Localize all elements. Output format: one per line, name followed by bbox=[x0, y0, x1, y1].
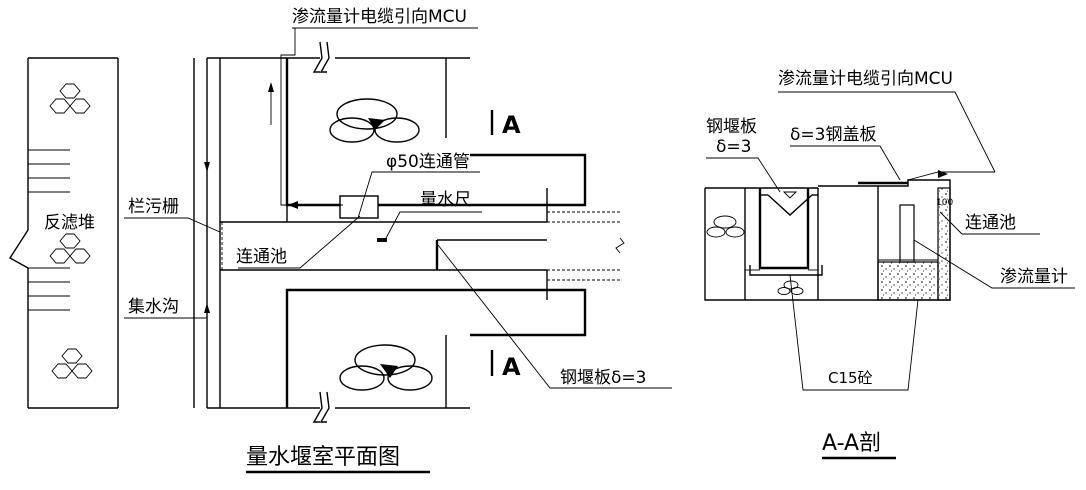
plan-view: A A 渗流量计电缆引向MCU φ50连通管 量水尺 栏污栅 反滤堆 连通池 集… bbox=[9, 7, 672, 474]
section-mark-bottom: A bbox=[502, 353, 521, 381]
stone-icon bbox=[329, 98, 420, 143]
hexagon-icon bbox=[49, 233, 91, 264]
section-view: 100 渗流量计电缆引向MCU 钢堰板 δ=3 δ=3钢盖板 连通池 渗流量计 … bbox=[704, 69, 1075, 460]
section-pool-label: 连通池 bbox=[965, 213, 1016, 233]
flow-meter-sensor bbox=[899, 204, 915, 263]
arrow-up-icon bbox=[268, 82, 274, 92]
dim-100: 100 bbox=[936, 198, 953, 208]
ditch-label: 集水沟 bbox=[128, 297, 179, 317]
grille-label: 栏污栅 bbox=[128, 197, 179, 217]
flow-meter-label: 渗流量计 bbox=[1000, 267, 1068, 287]
filter-pile-zone bbox=[9, 57, 118, 409]
cover-plate-label: δ=3钢盖板 bbox=[790, 125, 876, 145]
flow-meter-box bbox=[339, 195, 379, 219]
flow-arrow-icon bbox=[204, 110, 210, 172]
weir-plate-label: 钢堰板δ=3 bbox=[560, 368, 646, 388]
pool-label: 连通池 bbox=[236, 247, 287, 267]
weir-plate-label-line2: δ=3 bbox=[716, 137, 751, 157]
gauge-marker bbox=[377, 238, 387, 242]
filter-pile-label: 反滤堆 bbox=[44, 213, 95, 233]
gauge-label: 量水尺 bbox=[420, 190, 471, 210]
weir-plate-label-line1: 钢堰板 bbox=[706, 117, 757, 137]
section-cable-label: 渗流量计电缆引向MCU bbox=[778, 69, 953, 89]
flow-arrow-icon bbox=[204, 303, 210, 360]
concrete-label: C15砼 bbox=[828, 369, 873, 387]
pipe-label: φ50连通管 bbox=[386, 152, 470, 172]
hexagon-icon bbox=[51, 348, 93, 379]
section-title: A-A剖 bbox=[822, 431, 881, 456]
hexagon-icon bbox=[49, 83, 91, 114]
section-mark-top: A bbox=[502, 111, 521, 139]
arrow-left-icon bbox=[288, 201, 298, 209]
stone-icon bbox=[706, 215, 745, 238]
plan-title: 量水堰室平面图 bbox=[246, 445, 400, 470]
concrete-fill bbox=[877, 261, 939, 301]
arrow-right-icon bbox=[938, 170, 948, 178]
stone-icon bbox=[339, 344, 433, 391]
cable-label: 渗流量计电缆引向MCU bbox=[292, 7, 467, 27]
